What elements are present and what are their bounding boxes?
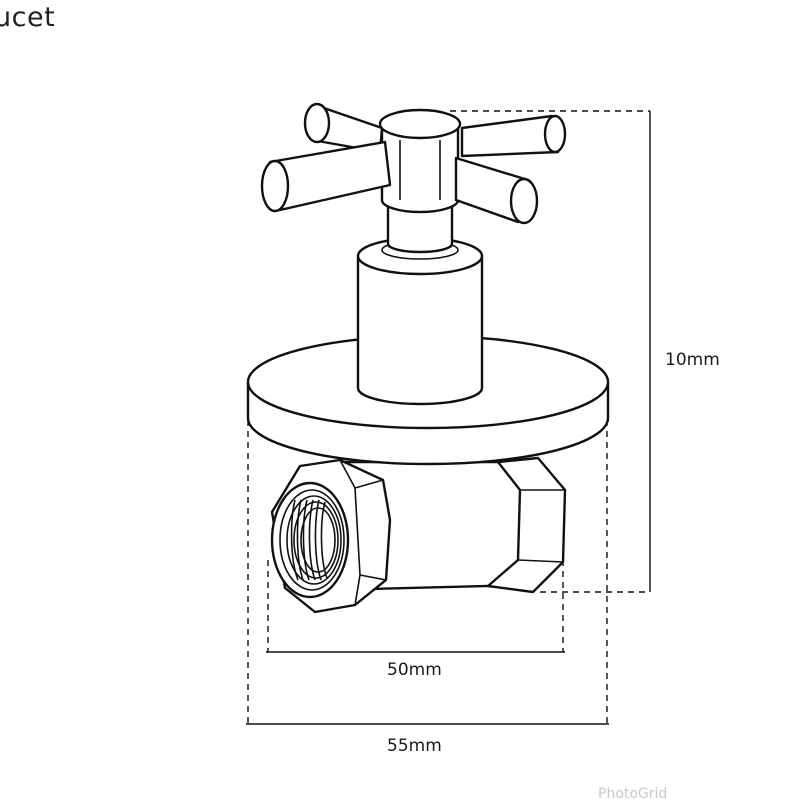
diagram-title: ucet bbox=[0, 2, 56, 33]
valve-body bbox=[270, 456, 567, 614]
dimension-lines bbox=[246, 110, 651, 725]
cross-handle bbox=[260, 102, 567, 225]
flange bbox=[246, 334, 610, 466]
inner-width-dimension-label: 50mm bbox=[387, 660, 442, 680]
outer-width-dimension-label: 55mm bbox=[387, 736, 442, 756]
stem bbox=[356, 236, 484, 406]
spindle bbox=[386, 198, 454, 254]
height-dimension-label: 10mm bbox=[665, 350, 720, 370]
watermark: PhotoGrid bbox=[598, 786, 668, 802]
